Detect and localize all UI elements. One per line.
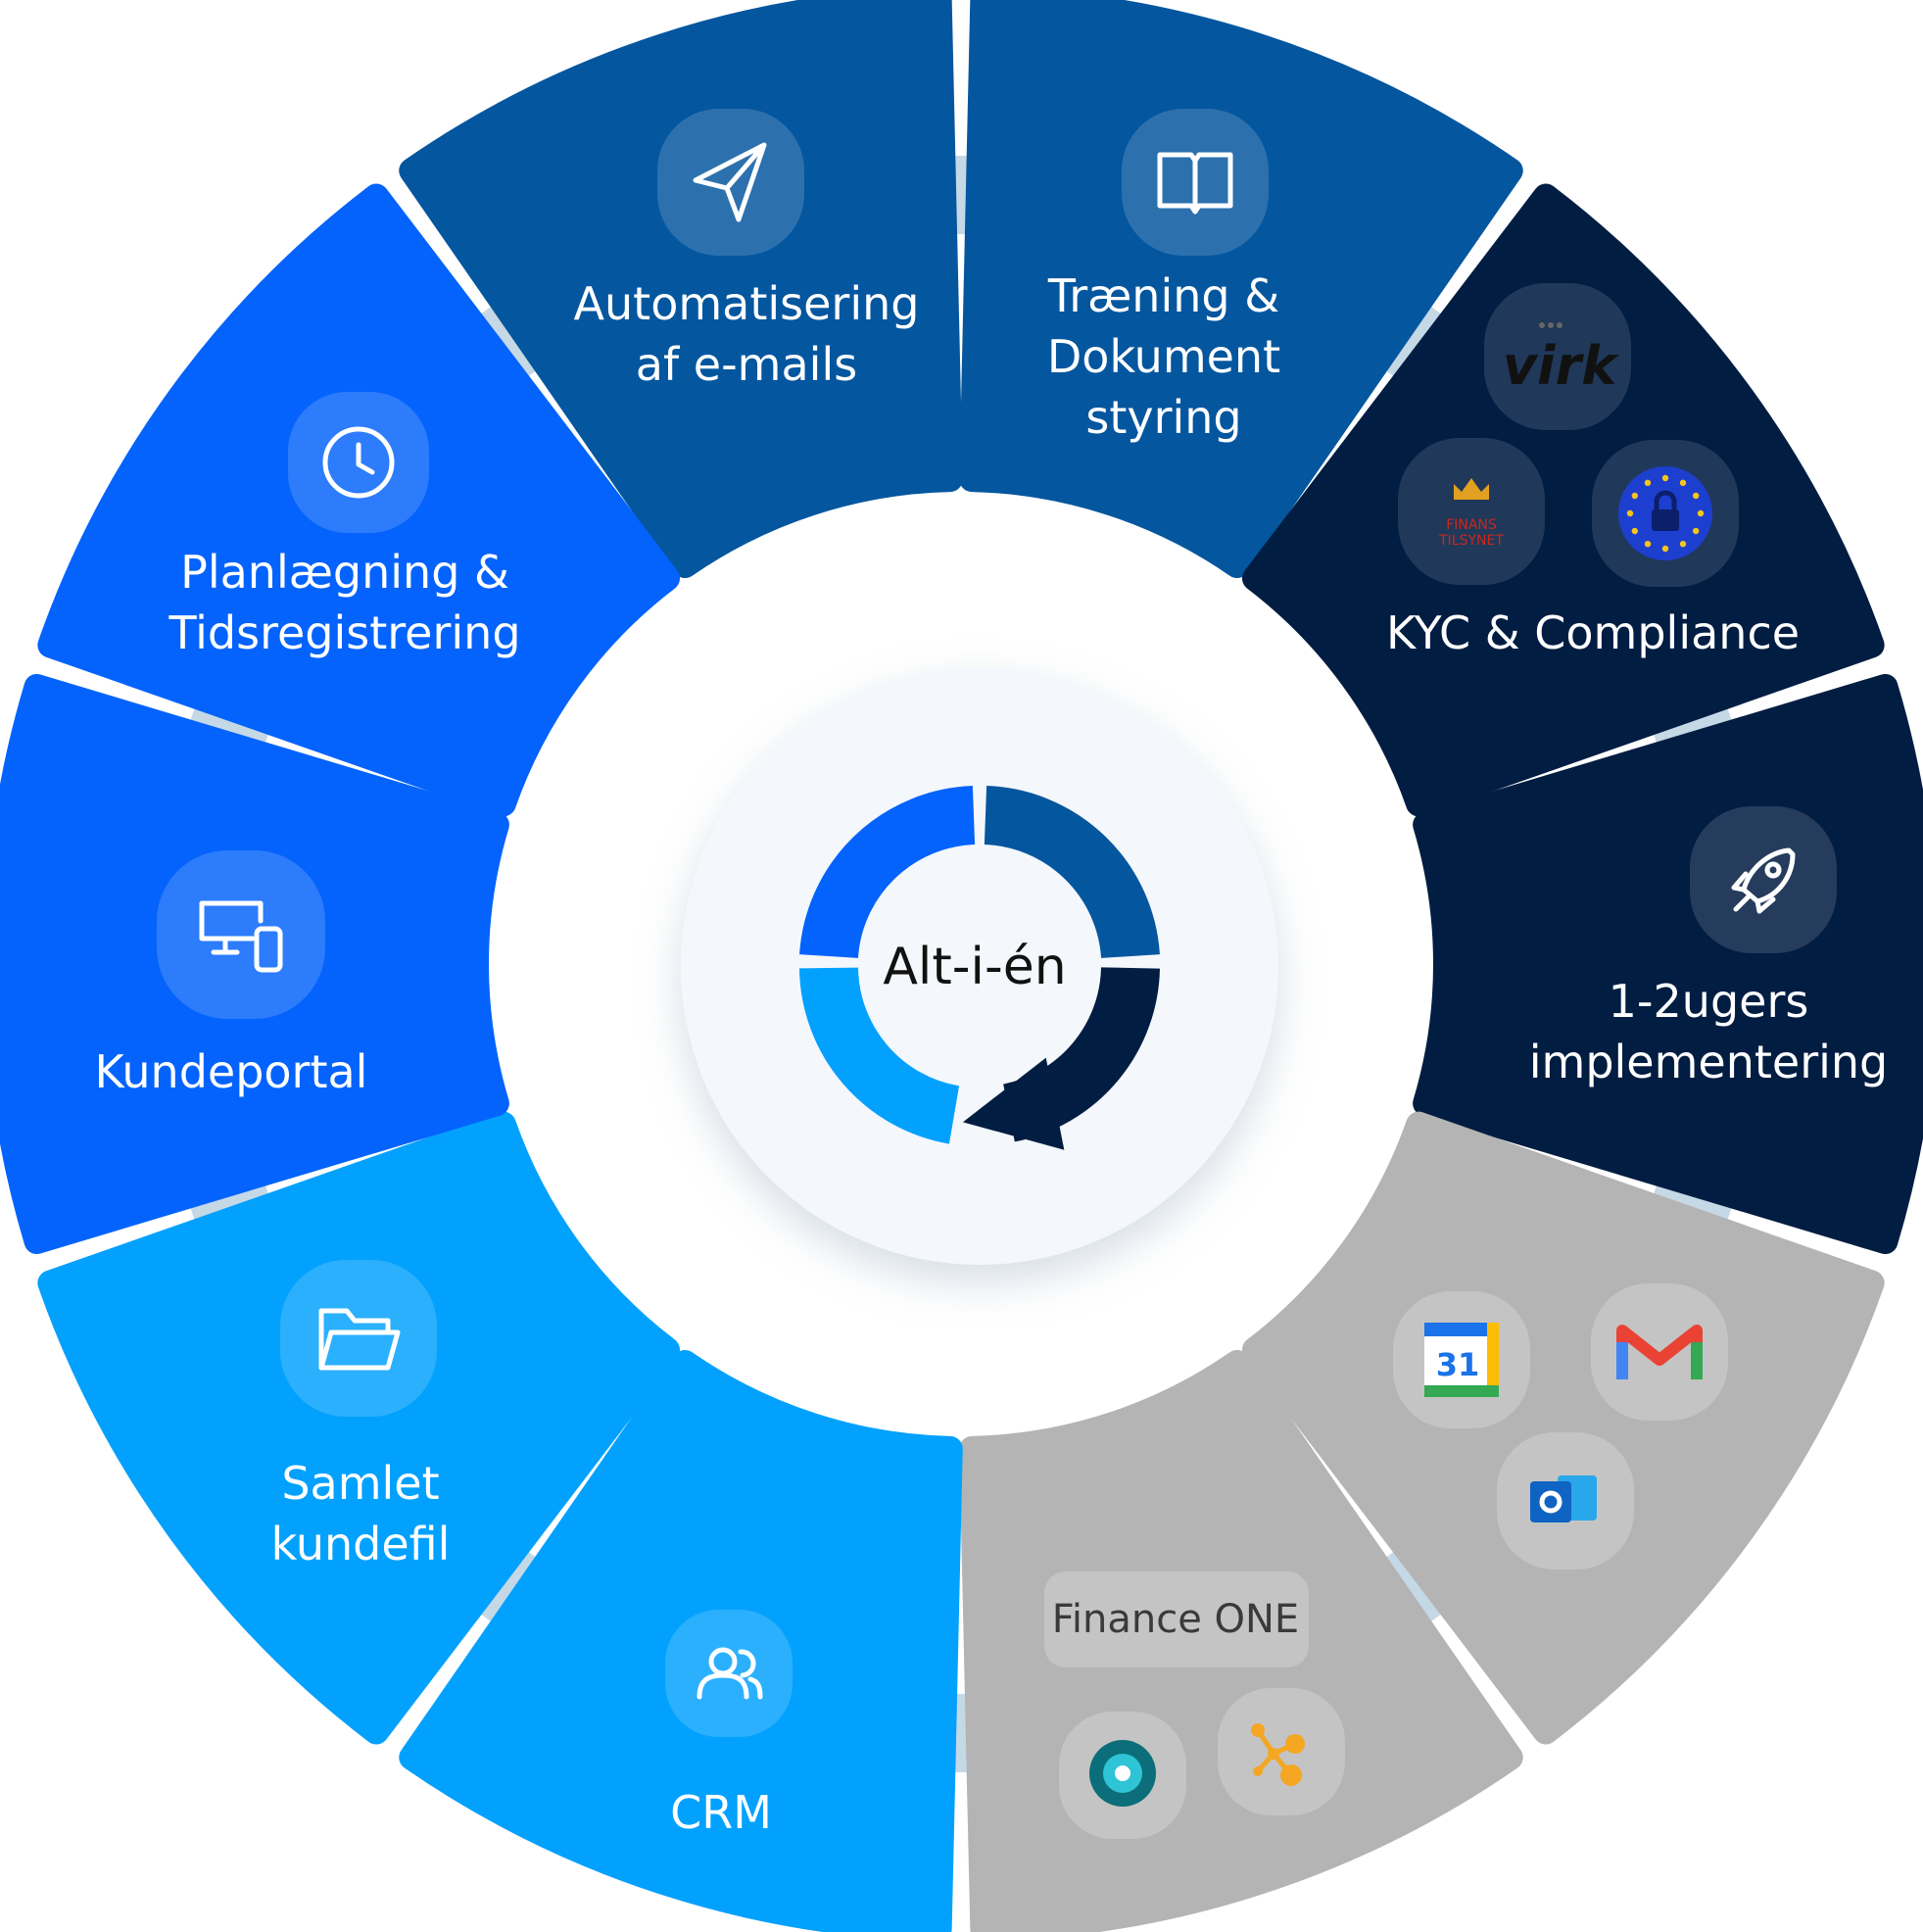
ring-arc-blue (799, 786, 976, 959)
finance-one-label: Finance ONE (1052, 1597, 1299, 1642)
crown-icon (1454, 478, 1489, 500)
devices-icon (199, 900, 283, 973)
eu-star (1692, 527, 1700, 535)
network-node (1268, 1748, 1279, 1760)
segment-crm (399, 1349, 963, 1932)
outlook-o (1539, 1490, 1562, 1514)
eu-star (1661, 474, 1669, 482)
finance-one-badge (1044, 1571, 1309, 1667)
virk-logo-tile (1484, 283, 1631, 430)
eu-star (1692, 492, 1700, 500)
eu-star (1644, 540, 1652, 548)
automatisering-label-line-1: af e-mails (636, 338, 857, 391)
kundeportal-label-line-0: Kundeportal (95, 1045, 368, 1098)
outlook-icon (1530, 1481, 1571, 1522)
users-icon (697, 1647, 763, 1700)
content-layer: Automatisering af e-mails Træning & Dokumen… (95, 109, 1889, 1839)
eu-star (1679, 479, 1687, 487)
gdpr-lock-body (1652, 509, 1679, 531)
ring-arc-light (799, 966, 960, 1144)
network-node (1253, 1766, 1263, 1776)
calendar-top-bar (1424, 1323, 1499, 1336)
finanstilsynet-logo-tile (1398, 438, 1545, 585)
rocket-icon (1731, 847, 1796, 914)
eu-star (1644, 479, 1652, 487)
segment-kyc (1241, 183, 1885, 817)
implementering-label-line-0: 1-2ugers (1609, 975, 1809, 1028)
network-node (1251, 1723, 1265, 1737)
eu-star (1679, 540, 1687, 548)
kyc-label-line-0: KYC & Compliance (1386, 606, 1800, 659)
eu-star (1661, 545, 1669, 553)
traening-label-line-0: Træning & (1047, 269, 1279, 322)
google-calendar-icon (1424, 1323, 1499, 1397)
ring-arc-navy (962, 966, 1160, 1150)
planlaegning-label-line-1: Tidsregistrering (168, 606, 520, 659)
traening-label-line-1: Dokument (1047, 330, 1280, 383)
center-label: Alt-i-én (883, 938, 1066, 996)
traening-label-line-2: styring (1085, 391, 1241, 444)
kundefil-label-line-0: Samlet (281, 1457, 439, 1510)
center-ring: Alt-i-én (799, 786, 1160, 1150)
segment-integrationer (1241, 1111, 1885, 1745)
clock-icon (322, 426, 395, 499)
automatisering-label-line-0: Automatisering (574, 277, 920, 330)
calendar-day: 31 (1436, 1346, 1480, 1383)
rocket-icon-tile (1690, 806, 1837, 953)
eu-star (1631, 527, 1639, 535)
eu-star (1631, 492, 1639, 500)
finanstilsynet-text-2: TILSYNET (1438, 533, 1504, 549)
eu-star (1626, 509, 1634, 517)
segment-kundeportal (0, 673, 509, 1255)
virk-dot (1548, 322, 1554, 328)
business-central-core (1115, 1765, 1130, 1781)
calendar-side-bar (1487, 1323, 1499, 1397)
folder-icon-tile (280, 1260, 437, 1417)
calendar-bottom-bar (1424, 1385, 1499, 1397)
planlaegning-label-line-0: Planlægning & (180, 546, 509, 599)
center-disc (681, 667, 1278, 1265)
virk-dot (1557, 322, 1562, 328)
eu-star (1697, 509, 1705, 517)
send-icon (693, 142, 767, 222)
segment-traening (959, 0, 1523, 579)
folder-icon (318, 1308, 401, 1371)
segment-planlaegning (37, 183, 681, 817)
finanstilsynet-text-1: FINANS (1446, 517, 1497, 533)
segment-kundefil (37, 1111, 681, 1745)
devices-icon-tile (157, 850, 325, 1019)
crm-label-line-0: CRM (670, 1786, 772, 1839)
implementering-label-line-1: implementering (1529, 1036, 1889, 1088)
kundefil-label-line-1: kundefil (271, 1518, 451, 1570)
ring-arc-mid (984, 786, 1160, 959)
segment-implementering (1413, 673, 1923, 1255)
segment-automatisering (399, 0, 963, 579)
book-icon (1157, 152, 1233, 215)
virk-dot (1539, 322, 1545, 328)
network-node (1285, 1734, 1305, 1754)
gdpr-lock-shackle (1654, 490, 1677, 509)
gmail-icon-tile (1591, 1283, 1728, 1421)
network-node (1280, 1764, 1302, 1786)
virk-logo: virk (1503, 335, 1619, 397)
